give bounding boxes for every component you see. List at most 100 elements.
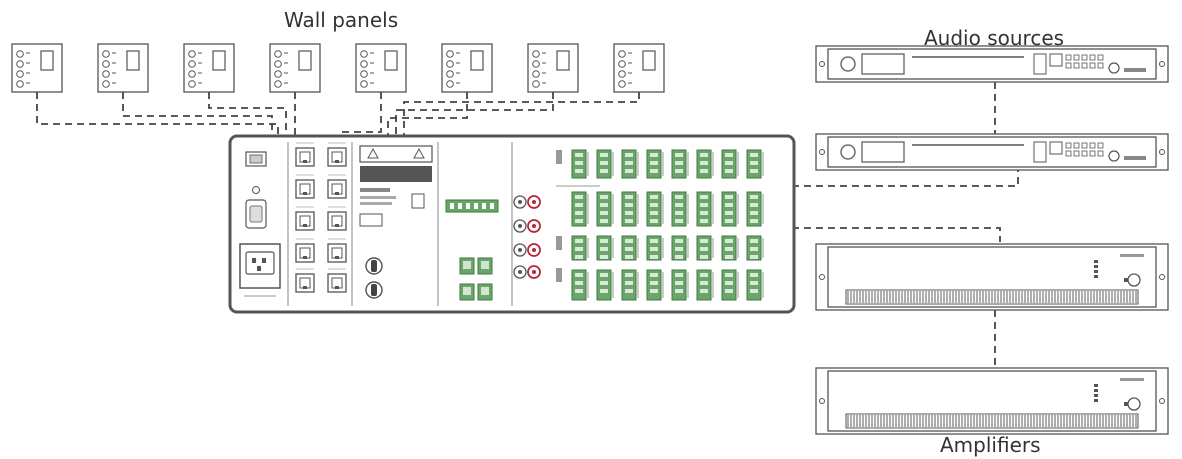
phoenix-slot [675,255,683,259]
phoenix-slot [725,255,733,259]
phoenix-slot [675,273,683,277]
control-button [1097,54,1104,61]
phoenix-slot [575,203,583,207]
phoenix-slot [675,281,683,285]
wall-panel-icon [11,43,63,93]
rj45-port-latch [303,286,307,289]
text-line [360,196,396,199]
rj45-port-icon [295,268,315,293]
power-knob [840,56,856,72]
control-button [1073,142,1080,149]
rj45-port-latch [303,160,307,163]
phoenix-slot [750,273,758,277]
rj45-port-latch [303,192,307,195]
control-button [1097,150,1104,157]
rca-jack-pin [518,270,522,274]
phoenix-slot [625,239,633,243]
input-phoenix-connector [696,191,712,227]
phoenix-slot [600,219,608,223]
iec-socket [245,251,275,275]
phoenix-slot [650,161,658,165]
wall-panel-icon [355,43,407,93]
rj45-port-icon [295,142,315,167]
input-phoenix-connector [671,191,687,227]
warning-triangle-icon [413,147,425,159]
control-button [1089,150,1096,157]
rack-amplifier-icon [815,243,1169,311]
phoenix-slot [650,153,658,157]
input-phoenix-connector [646,191,662,227]
warning-triangle-icon [367,147,379,159]
ethernet-port-inner [249,154,263,164]
amplifiers-label: Amplifiers [940,433,1041,457]
rca-jack-pin [518,224,522,228]
wall-panel-icon [441,43,493,93]
signal-cable [346,92,640,245]
rack-screw-hole [819,274,825,280]
phoenix-slot [750,289,758,293]
phoenix-slot [650,211,658,215]
round-connector-core [371,284,377,296]
wall-panel-knob [446,80,454,88]
phoenix-slot [675,169,683,173]
phoenix-slot [625,203,633,207]
phoenix-slot [625,219,633,223]
phoenix-slot [725,211,733,215]
phoenix-slot [575,289,583,293]
wall-panel-display [470,50,484,71]
phoenix-slot [700,169,708,173]
section-label [556,268,562,282]
wall-panel-knob [102,60,110,68]
phoenix-slot [575,281,583,285]
terminal-screw [482,203,486,209]
iec-pin [257,266,261,271]
terminal-screw [466,203,470,209]
ground-symbol [252,186,260,194]
control-button [1065,54,1072,61]
phoenix-slot [750,169,758,173]
control-button [1089,54,1096,61]
phoenix-slot [750,219,758,223]
audio-matrix-rear-panel [228,134,796,314]
phoenix-slot [575,239,583,243]
input-phoenix-connector [746,191,762,227]
control-button [1065,62,1072,69]
control-button [1081,150,1088,157]
rack-screw-hole [1159,398,1165,404]
phoenix-slot [675,239,683,243]
input-phoenix-connector [571,191,587,227]
phoenix-slot [650,239,658,243]
phoenix-slot [575,169,583,173]
control-button [1097,62,1104,69]
terminal-screw [450,203,454,209]
phoenix-slot [675,203,683,207]
phoenix-slot [675,153,683,157]
phoenix-slot [600,289,608,293]
brand-logo [1124,68,1146,72]
wall-panel-display [642,50,656,71]
wall-panel-icon [527,43,579,93]
text-line [360,188,390,192]
wall-panel-knob [274,80,282,88]
serial-sticker [360,166,432,182]
wall-panel-knob [16,70,24,78]
wall-panel-knob [102,50,110,58]
wall-panel-display [298,50,312,71]
db9-serial-port-inner [249,205,263,223]
phoenix-slot [625,169,633,173]
rj45-port-latch [303,224,307,227]
control-button [1089,62,1096,69]
rj45-port-latch [335,224,339,227]
phoenix-slot [600,281,608,285]
led-indicator [1094,275,1098,278]
wall-panel-knob [188,70,196,78]
control-button [1081,54,1088,61]
rca-jack-pin [532,224,536,228]
power-knob [840,144,856,160]
wall-panel-knob [618,50,626,58]
phoenix-slot [625,153,633,157]
led-indicator [1094,265,1098,268]
wall-panel-knob [274,70,282,78]
wall-panel-knob [102,70,110,78]
rack-media-player-icon [815,45,1169,83]
